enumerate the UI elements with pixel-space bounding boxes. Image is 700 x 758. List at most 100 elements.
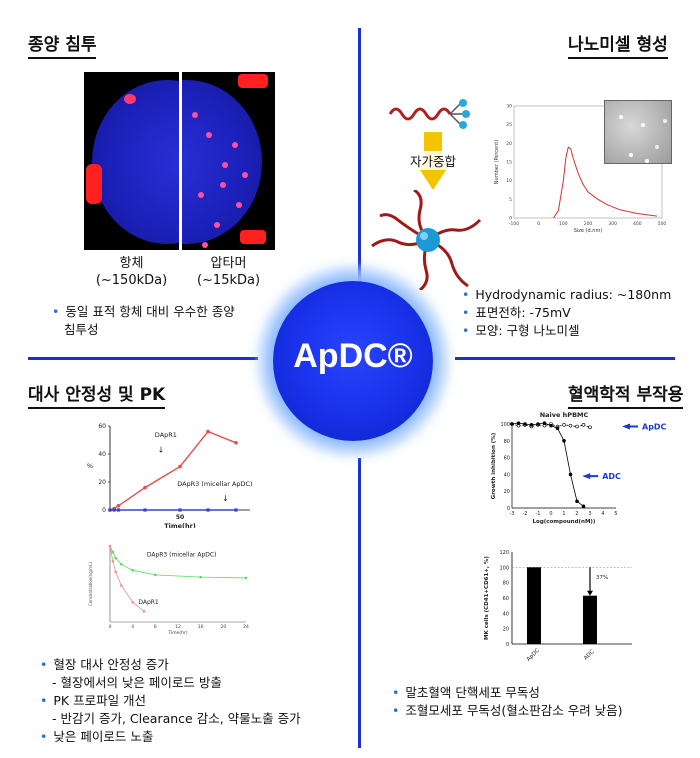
q3-bullet: - 혈장에서의 낮은 페이로드 방출 [52, 675, 222, 690]
y-tick-label: 20 [504, 489, 510, 495]
series-label: ADC [602, 472, 621, 481]
y-tick-label: 30 [506, 104, 512, 110]
y-tick-label: 40 [98, 451, 106, 458]
data-point [568, 423, 573, 428]
bar [583, 595, 597, 644]
y-axis-label: % [87, 462, 93, 470]
data-point [510, 422, 514, 426]
y-tick-label: 100 [500, 422, 510, 428]
center-badge [273, 281, 433, 441]
tem-image [604, 100, 672, 164]
data-point [562, 423, 566, 427]
difference-arrowhead [587, 590, 593, 596]
x-tick-label: 12 [175, 624, 181, 630]
series-label: DApR1 [155, 431, 177, 439]
data-point [206, 508, 210, 512]
data-point [114, 556, 117, 560]
self-assembly-label: 자가중합 [408, 151, 459, 170]
y-tick-label: 15 [506, 160, 512, 166]
y-tick-label: 40 [504, 472, 510, 478]
x-tick-label: 200 [584, 221, 593, 227]
x-tick-label: 50 [176, 514, 184, 521]
data-point [143, 508, 147, 512]
data-point [575, 499, 579, 504]
x-tick-label: ADC [583, 649, 596, 662]
x-tick-label: 400 [633, 221, 642, 227]
data-point [120, 562, 123, 566]
y-axis-label: Number (Percent) [494, 140, 500, 184]
y-tick-label: 0 [507, 506, 510, 512]
x-tick-label: 2 [575, 511, 578, 517]
data-point [536, 422, 540, 426]
y-tick-label: 80 [503, 581, 509, 587]
series-line [109, 430, 237, 511]
x-tick-label: 5 [614, 511, 617, 517]
arrow-glyph: ↓ [222, 494, 229, 503]
data-point [108, 544, 112, 548]
data-point [234, 508, 238, 512]
x-tick-label: -100 [509, 221, 519, 227]
y-axis-label: Concentration(ng/mL) [88, 562, 93, 606]
arrow-icon [622, 423, 638, 430]
data-point [131, 600, 134, 604]
data-point [581, 504, 586, 509]
data-point [131, 569, 134, 572]
tumor-image-aptamer [182, 72, 275, 250]
y-tick-label: 60 [503, 596, 509, 602]
data-point [516, 421, 521, 425]
q3-bullet: •혈장 대사 안정성 증가 [40, 657, 169, 672]
data-point [555, 426, 560, 431]
data-point [142, 610, 146, 613]
q3-bullet: - 반감기 증가, Clearance 감소, 약물노출 증가 [52, 711, 301, 726]
y-axis-label: MK cells (CD41+CD61+, %) [484, 556, 490, 640]
q4-bullets: •말초혈액 단핵세포 무독성 •조혈모세포 무독성(혈소판감소 우려 낮음) [392, 685, 623, 718]
y-tick-label: 0 [509, 216, 512, 222]
y-tick-label: 100 [499, 565, 509, 571]
y-tick-label: 80 [504, 439, 510, 445]
x-tick-label: -3 [510, 511, 515, 517]
annotation-label: 37% [596, 575, 608, 581]
arrow-glyph: ↓ [158, 445, 165, 454]
data-point [199, 575, 202, 579]
x-axis-label: Size (d.nm) [574, 228, 603, 234]
data-point [111, 559, 115, 563]
data-point [575, 424, 579, 429]
data-point [178, 508, 182, 512]
vertical-divider-bottom [358, 458, 361, 748]
horizontal-divider-left [28, 357, 258, 360]
vertical-divider-top [358, 28, 361, 344]
q3-title: 대사 안정성 및 PK [28, 380, 166, 409]
y-tick-label: 0 [102, 507, 106, 514]
x-tick-label: 20 [220, 624, 226, 630]
x-tick-label: -1 [536, 511, 541, 517]
q3-bullets: •혈장 대사 안정성 증가- 혈장에서의 낮은 페이로드 방출•PK 프로파일 … [40, 656, 301, 746]
x-tick-label: ApDC [526, 648, 541, 663]
data-point [562, 438, 566, 443]
q2-title: 나노미셀 형성 [568, 30, 668, 59]
data-point [108, 508, 112, 512]
data-point [588, 425, 592, 430]
series-label: DApR3 (micellar ApDC) [147, 552, 217, 559]
data-point [143, 485, 147, 490]
data-point [154, 573, 157, 577]
y-tick-label: 20 [98, 479, 106, 486]
y-tick-label: 25 [506, 122, 512, 128]
q1-title: 종양 침투 [28, 30, 97, 59]
x-tick-label: 4 [131, 624, 134, 630]
data-point [244, 576, 248, 580]
aptamer-strand-icon [388, 99, 470, 129]
tumor-image-antibody [84, 72, 179, 250]
bar [527, 567, 541, 644]
y-tick-label: 60 [98, 423, 106, 430]
data-point [523, 422, 527, 426]
data-point [111, 550, 115, 554]
x-axis-label: Time(hr) [167, 630, 187, 636]
x-tick-label: 3 [588, 511, 591, 517]
y-tick-label: 10 [506, 178, 512, 184]
series-label: ApDC [642, 423, 667, 432]
q1-bullets: •동일 표적 항체 대비 우수한 종양 침투성 [52, 304, 235, 337]
q4-title: 혈액학적 부작용 [568, 380, 684, 409]
chart-title: Naive hPBMC [540, 411, 589, 419]
y-tick-label: 20 [506, 141, 512, 147]
image-separator [179, 72, 182, 250]
